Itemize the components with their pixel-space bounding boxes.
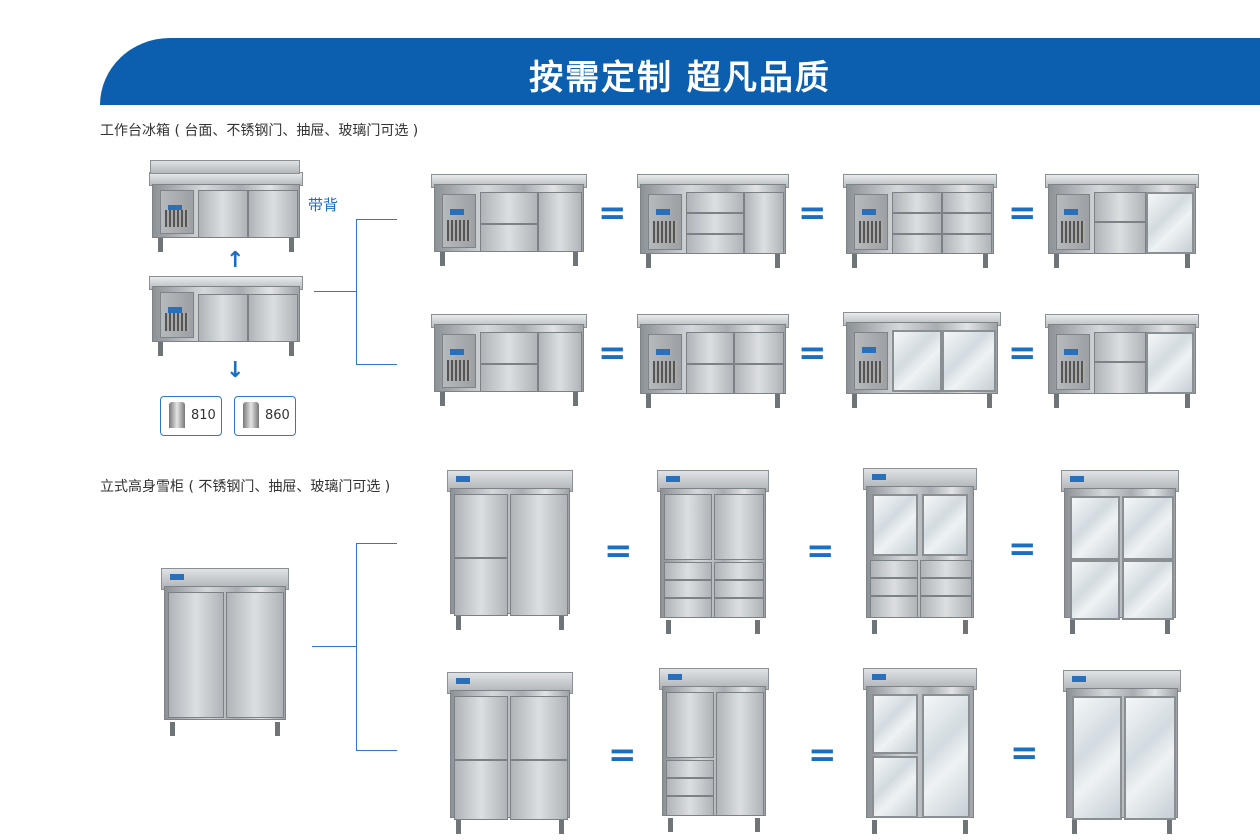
upright-variant — [447, 672, 573, 834]
arrow-down-icon: ↓ — [226, 358, 245, 383]
upright-variant — [1061, 470, 1179, 634]
upright-variant — [863, 668, 977, 834]
arrow-up-icon: ↑ — [226, 248, 245, 273]
equals-sign: = — [798, 333, 827, 373]
foot-option-810: 810 — [160, 396, 222, 436]
equals-sign: = — [798, 193, 827, 233]
foot-height-label: 810 — [191, 408, 216, 423]
workbench-variant — [843, 312, 1001, 408]
header-banner: 按需定制 超凡品质 — [100, 38, 1260, 105]
upright-section-label: 立式高身雪柜 ( 不锈钢门、抽屉、玻璃门可选 ) — [100, 479, 391, 495]
upright-variant — [659, 668, 769, 832]
foot-height-label: 860 — [265, 408, 290, 423]
equals-sign: = — [598, 193, 627, 233]
foot-option-860: 860 — [234, 396, 296, 436]
equals-sign: = — [1008, 193, 1037, 233]
equals-sign: = — [808, 735, 837, 775]
workbench-variant — [1045, 174, 1199, 268]
backsplash-tag: 带背 — [308, 196, 339, 214]
workbench-variant — [431, 314, 587, 406]
equals-sign: = — [1008, 529, 1037, 569]
upright-base — [161, 568, 289, 736]
workbench-with-backsplash — [149, 160, 303, 252]
equals-sign: = — [1008, 333, 1037, 373]
upright-variant — [447, 470, 573, 630]
upright-variant — [1063, 670, 1181, 834]
workbench-section-label: 工作台冰箱 ( 台面、不锈钢门、抽屉、玻璃门可选 ) — [100, 123, 419, 139]
equals-sign: = — [604, 531, 633, 571]
connector-line — [314, 291, 356, 292]
workbench-variant — [637, 174, 789, 268]
connector-line — [312, 646, 356, 647]
upright-variant — [863, 468, 977, 634]
equals-sign: = — [608, 735, 637, 775]
upright-variant — [657, 470, 769, 634]
workbench-variant — [637, 314, 789, 408]
equals-sign: = — [806, 531, 835, 571]
workbench-variant — [843, 174, 997, 268]
workbench-variant — [431, 174, 587, 266]
bracket — [356, 543, 397, 751]
workbench-variant — [1045, 314, 1199, 408]
bracket — [356, 219, 397, 365]
equals-sign: = — [598, 333, 627, 373]
page-title: 按需定制 超凡品质 — [529, 58, 831, 98]
equals-sign: = — [1010, 733, 1039, 773]
workbench-base — [149, 276, 303, 356]
